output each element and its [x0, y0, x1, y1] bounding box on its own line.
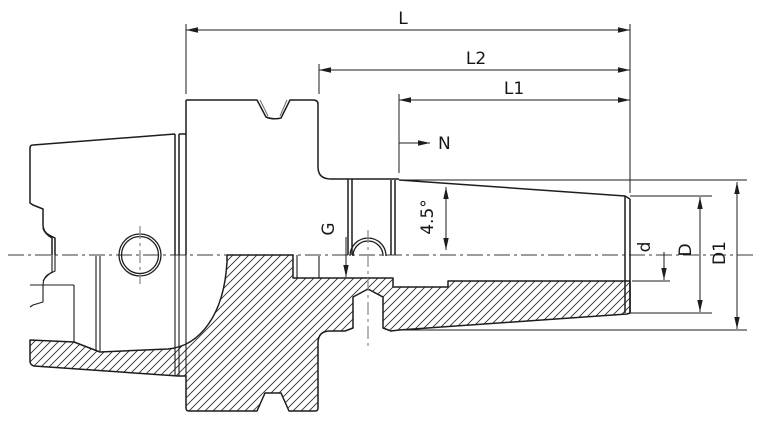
tool-holder-outline — [29, 99, 631, 313]
dimension-lines — [186, 29, 738, 329]
label-length-L2: L2 — [466, 49, 486, 69]
dimension-labels: L L2 L1 N G 4.5° d D D1 — [319, 9, 730, 265]
extension-lines — [185, 24, 747, 331]
label-length-L: L — [398, 9, 408, 29]
dimension-arrowheads — [186, 27, 740, 329]
label-thread-G: G — [319, 222, 339, 235]
label-bore-d: d — [635, 242, 655, 253]
label-diameter-D1: D1 — [710, 241, 730, 265]
section-hatch-region — [29, 254, 631, 412]
feature-centerlines — [139, 226, 369, 347]
flange-groove-inner-lines — [259, 99, 288, 117]
label-length-L1: L1 — [504, 79, 524, 99]
label-taper-angle: 4.5° — [418, 199, 438, 235]
section-internal-edges — [29, 255, 320, 376]
label-diameter-D: D — [676, 243, 696, 256]
label-neck-N: N — [438, 134, 451, 154]
